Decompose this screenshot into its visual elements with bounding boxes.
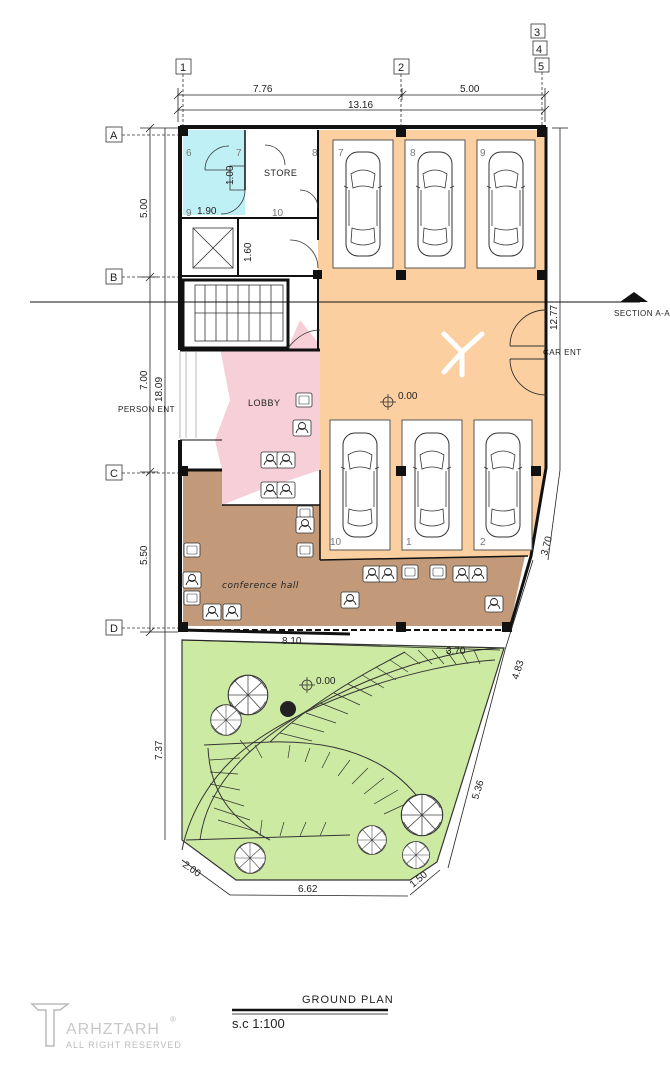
dim-bottom-garden: 6.62 xyxy=(298,884,318,895)
level-marker-icon xyxy=(299,394,396,693)
room-conference: conference hall xyxy=(222,581,299,591)
dim-left-total: 18.09 xyxy=(154,377,165,402)
dim-top-left: 7.76 xyxy=(253,84,273,95)
grid-row-d: D xyxy=(110,623,118,635)
dim-right-diag-2: 5.36 xyxy=(470,779,486,801)
section-line xyxy=(30,292,648,303)
dim-right-diag-1: 4.83 xyxy=(510,659,526,681)
level-main: 0.00 xyxy=(398,391,418,402)
lamp-icon xyxy=(280,701,296,717)
section-label: SECTION A-A xyxy=(614,309,670,318)
grid-col-1: 1 xyxy=(180,62,186,74)
dim-store-w: 1.90 xyxy=(197,206,217,217)
car-icon-6 xyxy=(483,432,523,538)
grid-col-5: 5 xyxy=(538,61,544,73)
dim-top-right: 5.00 xyxy=(460,84,480,95)
structural-columns xyxy=(178,126,547,632)
dim-left-garden: 7.37 xyxy=(154,740,165,760)
dim-bottom-plan: 8.10 xyxy=(282,636,302,647)
dim-right-total: 12.77 xyxy=(549,305,560,330)
plan-title: GROUND PLAN xyxy=(302,994,394,1006)
space-number: 10 xyxy=(330,537,342,548)
tree-icon-2 xyxy=(210,704,242,736)
dim-left-bc: 7.00 xyxy=(139,370,150,390)
car-icon-4 xyxy=(340,432,380,538)
grid-col-3: 3 xyxy=(534,27,540,39)
elevator xyxy=(192,227,234,269)
person-entrance-label: PERSON ENT xyxy=(118,405,175,414)
tree-icon-4 xyxy=(357,825,387,855)
grid-row-c: C xyxy=(110,468,118,480)
dim-bottom-plan-right: 3.70 xyxy=(446,646,466,657)
dim-bottom-left-angle: 2.00 xyxy=(180,859,203,879)
tree-icon-5 xyxy=(402,841,430,869)
dim-top-total: 13.16 xyxy=(348,100,373,111)
room-lobby: LOBBY xyxy=(248,398,281,408)
dimension-lines xyxy=(140,88,568,897)
dim-left-ab: 5.00 xyxy=(139,198,150,218)
space-number: 7 xyxy=(338,148,344,159)
logo: ARHZTARH ® ALL RIGHT RESERVED xyxy=(30,1003,182,1050)
space-number: 9 xyxy=(480,148,486,159)
parking-bays xyxy=(329,139,536,551)
svg-text:ARHZTARH: ARHZTARH xyxy=(66,1021,160,1038)
car-icon-3 xyxy=(486,151,526,257)
grid-row-a: A xyxy=(110,130,118,142)
walls xyxy=(178,125,548,636)
space-number: 10 xyxy=(272,208,284,219)
dim-left-cd: 5.50 xyxy=(139,545,150,565)
space-number: 9 xyxy=(186,208,192,219)
dim-elev-h: 1.60 xyxy=(243,242,254,262)
space-number: 2 xyxy=(480,537,486,548)
space-number: 8 xyxy=(410,148,416,159)
car-ramp xyxy=(181,647,505,851)
conference-hall-area xyxy=(183,470,525,626)
svg-text:ALL RIGHT RESERVED: ALL RIGHT RESERVED xyxy=(66,1040,182,1050)
stairs xyxy=(194,284,284,342)
tree-icon-6 xyxy=(234,842,266,874)
person-entrance xyxy=(179,352,197,438)
dim-store-h: 1.00 xyxy=(225,165,236,185)
car-icon-2 xyxy=(415,151,455,257)
grid-col-4: 4 xyxy=(536,44,542,56)
wc-area xyxy=(183,130,245,215)
tree-icon-3 xyxy=(400,793,444,837)
space-number: 1 xyxy=(406,537,412,548)
svg-text:®: ® xyxy=(170,1015,176,1024)
traffic-arrow-icon xyxy=(441,331,485,378)
level-garden: 0.00 xyxy=(316,676,336,687)
space-number: 8 xyxy=(312,148,318,159)
dim-right-lower: 3.70 xyxy=(539,535,555,557)
plan-scale: s.c 1:100 xyxy=(232,1016,285,1031)
car-icon-1 xyxy=(343,151,383,257)
space-number: 7 xyxy=(236,148,242,159)
grid-bubbles xyxy=(105,23,550,636)
store-fixtures xyxy=(204,144,321,349)
garden-area xyxy=(181,639,505,881)
room-store: STORE xyxy=(264,168,297,178)
grid-col-2: 2 xyxy=(398,62,404,74)
car-icon-5 xyxy=(412,432,452,538)
car-entrance-door xyxy=(509,309,547,396)
space-number: 6 xyxy=(186,148,192,159)
car-entrance-label: CAR ENT xyxy=(543,348,582,357)
grid-row-b: B xyxy=(110,272,117,284)
